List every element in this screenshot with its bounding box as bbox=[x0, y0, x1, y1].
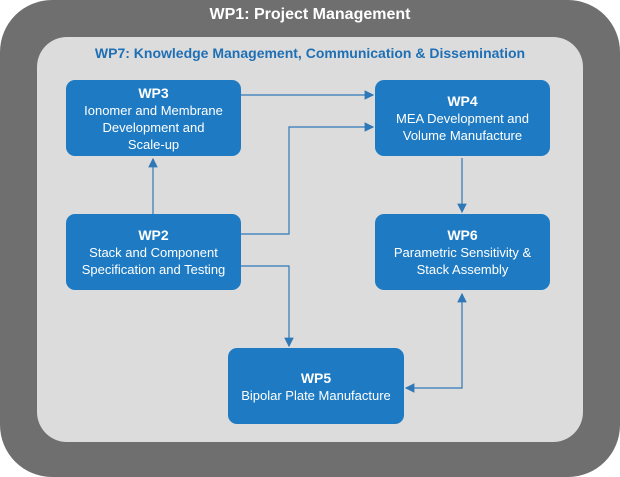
wp4-box: WP4 MEA Development and Volume Manufactu… bbox=[375, 80, 550, 156]
wp2-line-2: Specification and Testing bbox=[81, 262, 226, 277]
wp3-line-3: Scale-up bbox=[127, 136, 180, 152]
arrow-wp2-to-wp4 bbox=[241, 122, 375, 235]
wp5-line-1: Bipolar Plate Manufacture bbox=[241, 387, 391, 403]
wp4-line-1: MEA Development and bbox=[396, 111, 529, 126]
wp2-label: WP2 bbox=[138, 227, 169, 243]
wp6-box: WP6 Parametric Sensitivity & Stack Assem… bbox=[375, 214, 550, 290]
arrow-wp5-wp6 bbox=[404, 292, 467, 393]
wp3-box: WP3 Ionomer and Membrane Development and… bbox=[66, 80, 241, 156]
wp5-box: WP5 Bipolar Plate Manufacture bbox=[228, 348, 404, 424]
arrow-wp2-to-wp5 bbox=[241, 265, 294, 348]
wp2-line-1: Stack and Component bbox=[89, 245, 218, 260]
wp6-label: WP6 bbox=[447, 227, 478, 243]
wp7-title: WP7: Knowledge Management, Communication… bbox=[94, 45, 526, 61]
wp1-title: WP1: Project Management bbox=[209, 6, 411, 23]
wp3-label: WP3 bbox=[138, 84, 169, 101]
wp6-line-2: Stack Assembly bbox=[416, 262, 509, 277]
wp5-label: WP5 bbox=[300, 369, 332, 386]
wp4-line-2: Volume Manufacture bbox=[402, 128, 523, 143]
wp3-line-1: Ionomer and Membrane bbox=[84, 102, 223, 118]
wp6-line-1: Parametric Sensitivity & bbox=[393, 245, 532, 260]
wp3-line-2: Development and bbox=[102, 119, 205, 135]
wp4-label: WP4 bbox=[447, 93, 478, 109]
wp2-box: WP2 Stack and Component Specification an… bbox=[66, 214, 241, 290]
